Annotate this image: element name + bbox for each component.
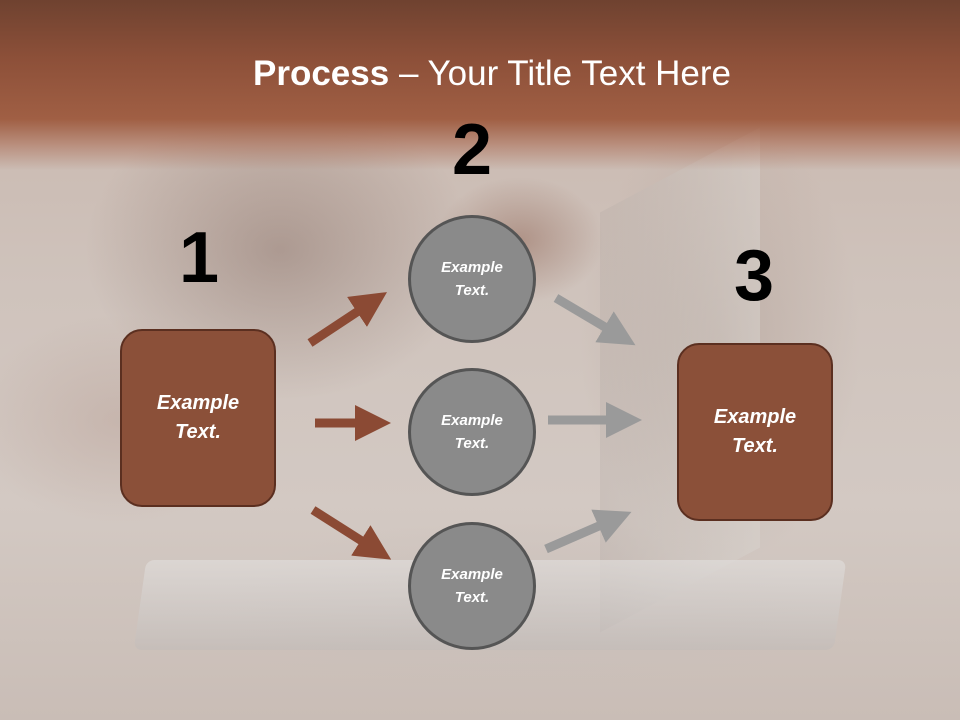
process-box-left: Example Text. — [120, 329, 276, 507]
arrow-left-to-top — [307, 292, 388, 347]
title-bold: Process — [253, 54, 390, 93]
process-circle-bottom-line1: Example — [441, 566, 503, 583]
process-circle-middle-line1: Example — [441, 412, 503, 429]
process-box-left-line2: Text. — [175, 421, 221, 443]
process-circle-bottom: Example Text. — [408, 522, 536, 650]
process-circle-middle-text: Example Text. — [441, 409, 503, 455]
process-box-right-line1: Example — [713, 406, 797, 428]
process-box-right: Example Text. — [677, 343, 833, 521]
process-box-right-text: Example Text. — [714, 403, 796, 461]
title-band — [0, 0, 960, 170]
process-circle-middle: Example Text. — [408, 368, 536, 496]
step-number-3: 3 — [733, 236, 775, 316]
process-box-left-text: Example Text. — [157, 389, 239, 447]
process-circle-top-line2: Text. — [454, 282, 490, 299]
process-circle-top-text: Example Text. — [441, 256, 503, 302]
slide-title: Process – Your Title Text Here — [0, 52, 960, 96]
process-circle-top: Example Text. — [408, 215, 536, 343]
process-circle-bottom-line2: Text. — [454, 589, 490, 606]
process-box-left-line1: Example — [156, 392, 240, 414]
process-circle-middle-line2: Text. — [454, 435, 490, 452]
process-box-right-line2: Text. — [732, 435, 778, 457]
arrow-left-to-bottom — [310, 506, 392, 560]
step-number-1: 1 — [178, 218, 220, 298]
arrow-bottom-to-right — [544, 509, 632, 554]
process-circle-bottom-text: Example Text. — [441, 563, 503, 609]
process-circle-top-line1: Example — [441, 259, 503, 276]
arrow-top-to-right — [553, 294, 636, 346]
step-number-2: 2 — [451, 110, 493, 190]
title-rest: – Your Title Text Here — [389, 54, 731, 93]
